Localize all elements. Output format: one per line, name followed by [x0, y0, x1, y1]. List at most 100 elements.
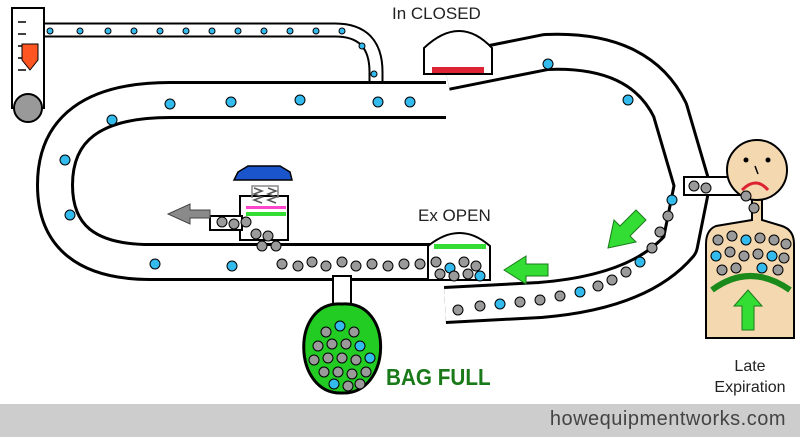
breath-phase-label: Late Expiration: [700, 356, 800, 398]
gas-bubble: [234, 27, 242, 35]
gas-bubble: [514, 296, 526, 308]
gas-bubble: [342, 380, 354, 392]
inspiratory-valve-label: In CLOSED: [392, 4, 481, 23]
gas-bubble: [360, 366, 372, 378]
apl-valve-icon: [209, 165, 293, 241]
gas-bubble: [494, 298, 506, 310]
gas-bubble: [574, 286, 586, 298]
gas-bubble: [366, 258, 378, 270]
gas-bubble: [474, 300, 486, 312]
gas-bubble: [462, 268, 474, 280]
gas-bubble: [430, 256, 442, 268]
gas-bubble: [130, 27, 138, 35]
circuit-drawing: [11, 7, 795, 395]
gas-bubble: [226, 260, 238, 272]
breath-phase-line2: Expiration: [714, 379, 786, 396]
gas-bubble: [752, 248, 764, 260]
gas-bubble: [292, 260, 304, 272]
gas-bubble: [328, 378, 340, 390]
gas-bubble: [370, 70, 378, 78]
gas-bubble: [326, 338, 338, 350]
gas-bubble: [156, 27, 164, 35]
gas-bubble: [228, 218, 240, 230]
gas-bubble: [334, 320, 346, 332]
gas-bubble: [662, 210, 674, 222]
gas-bubble: [740, 234, 752, 246]
gas-bubble: [688, 180, 700, 192]
gas-bubble: [448, 270, 460, 282]
gas-bubble: [748, 202, 760, 214]
gas-bubble: [216, 216, 228, 228]
gas-bubble: [346, 368, 358, 380]
gas-bubble: [414, 258, 426, 270]
gas-bubble: [106, 114, 118, 126]
gas-bubble: [354, 340, 366, 352]
gas-bubble: [666, 194, 678, 206]
gas-bubble: [322, 352, 334, 364]
flow-arrow-icon: [503, 209, 647, 285]
gas-bubble: [542, 58, 554, 70]
gas-bubble: [372, 96, 384, 108]
gas-bubble: [434, 268, 446, 280]
gas-bubble: [306, 256, 318, 268]
gas-bubble: [320, 260, 332, 272]
gas-bubble: [164, 98, 176, 110]
gas-bubble: [646, 242, 658, 254]
gas-bubble: [276, 258, 288, 270]
gas-bubble: [404, 96, 416, 108]
gas-bubble: [364, 352, 376, 364]
gas-bubble: [64, 209, 76, 221]
gas-bubble: [740, 190, 752, 202]
gas-bubble: [772, 264, 784, 276]
footer-bar: howequipmentworks.com: [0, 404, 800, 437]
gas-bubble: [452, 304, 464, 316]
gas-bubble: [59, 154, 71, 166]
gas-bubble: [554, 290, 566, 302]
gas-bubble: [724, 246, 736, 258]
gas-bubble: [778, 252, 790, 264]
site-credit: howequipmentworks.com: [549, 408, 786, 430]
gas-bubble: [534, 294, 546, 306]
gas-bubble: [240, 216, 252, 228]
gas-bubble: [654, 226, 666, 238]
gas-bubble: [308, 354, 320, 366]
gas-bubble: [730, 262, 742, 274]
gas-bubble: [332, 366, 344, 378]
bag-status-label: BAG FULL: [386, 364, 491, 390]
gas-bubble: [398, 258, 410, 270]
breath-phase-line1: Late: [734, 358, 766, 375]
gas-bubble: [250, 228, 262, 240]
gas-bubble: [46, 27, 54, 35]
gas-bubble: [358, 42, 366, 50]
gas-bubble: [622, 94, 634, 106]
gas-bubble: [354, 378, 366, 390]
gas-bubble: [768, 234, 780, 246]
gas-bubble: [716, 264, 728, 276]
gas-bubble: [182, 27, 190, 35]
gas-bubble: [270, 240, 282, 252]
gas-bubble: [634, 256, 646, 268]
flowmeter-icon: [11, 7, 45, 123]
gas-bubble: [458, 256, 470, 268]
gas-bubble: [312, 340, 324, 352]
gas-bubble: [318, 366, 330, 378]
fresh-gas-tube: [30, 22, 384, 98]
gas-bubble: [738, 250, 750, 262]
gas-bubble: [700, 182, 712, 194]
gas-bubble: [780, 238, 792, 250]
gas-bubble: [225, 96, 237, 108]
gas-bubbles: [46, 27, 792, 392]
gas-bubble: [754, 232, 766, 244]
expiratory-valve-label: Ex OPEN: [418, 206, 491, 225]
inspiratory-valve: [423, 30, 493, 75]
gas-bubble: [286, 27, 294, 35]
gas-bubble: [350, 354, 362, 366]
gas-bubble: [726, 230, 738, 242]
gas-bubble: [260, 27, 268, 35]
gas-bubble: [592, 280, 604, 292]
gas-bubble: [256, 240, 268, 252]
gas-bubble: [756, 262, 768, 274]
gas-bubble: [312, 27, 320, 35]
gas-bubble: [606, 274, 618, 286]
gas-bubble: [76, 27, 84, 35]
